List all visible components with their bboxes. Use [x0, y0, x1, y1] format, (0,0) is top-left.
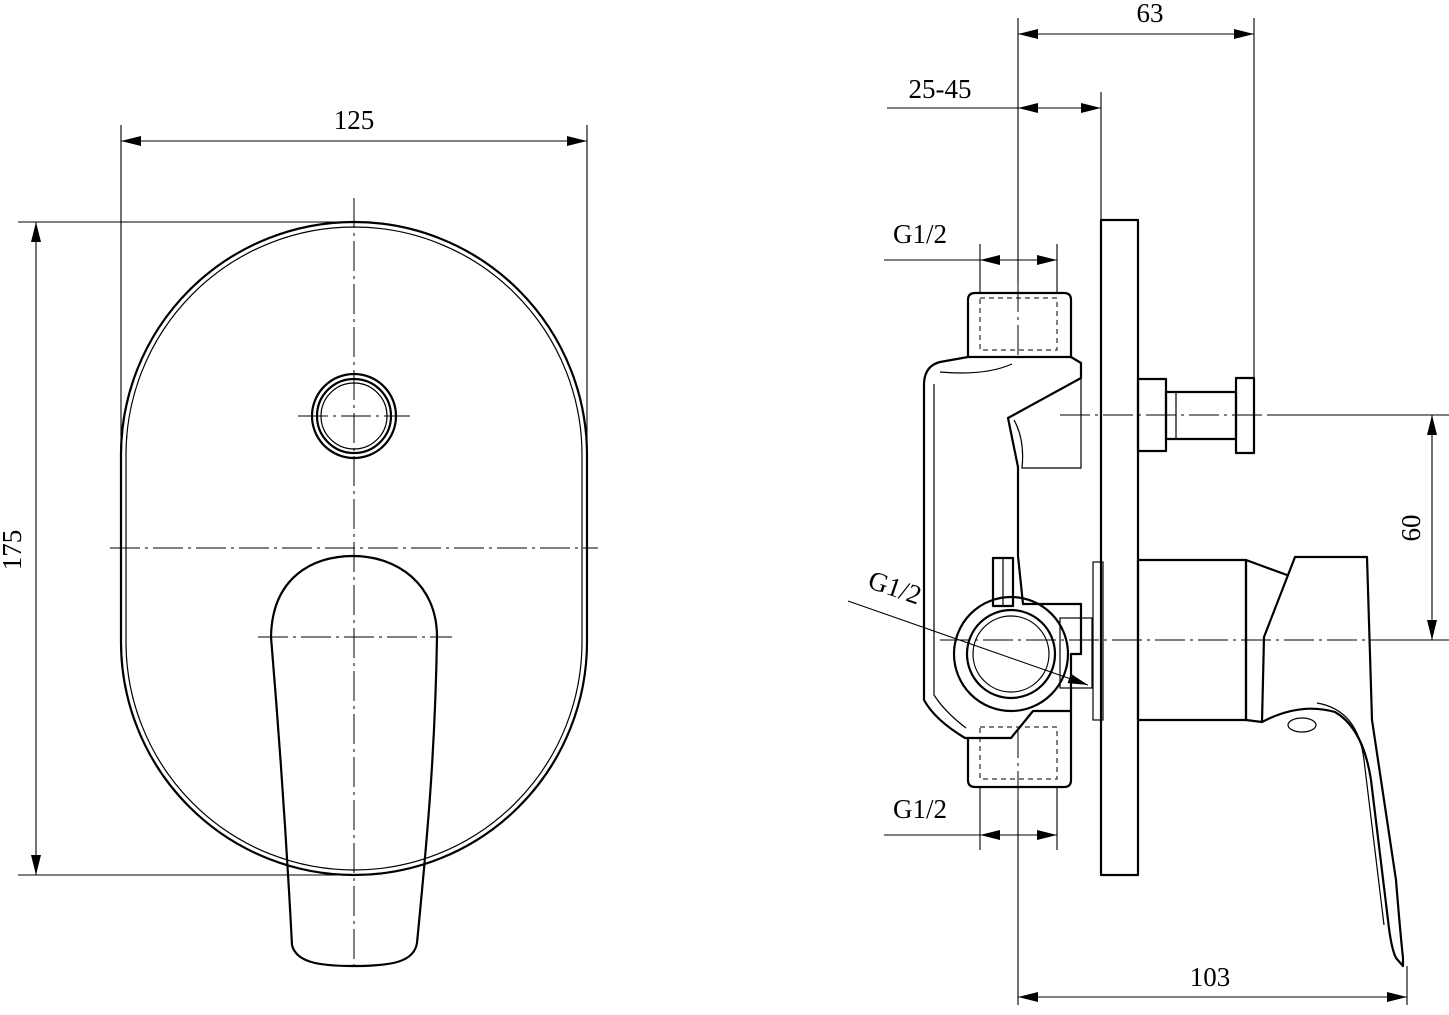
top-inlet-port — [966, 291, 1073, 359]
wall-plate — [1099, 218, 1140, 877]
valve-body-inner-line — [933, 384, 967, 729]
dim103-label: 103 — [1190, 962, 1231, 992]
side-inlet-outer — [952, 595, 1070, 713]
ring-clip — [1059, 617, 1093, 689]
lever-screw — [1287, 717, 1317, 733]
front-view: 125 175 — [0, 105, 598, 968]
lever-handle-side — [1244, 555, 1405, 968]
lever-handle-front — [269, 554, 439, 968]
height-dim-label: 175 — [0, 530, 27, 571]
valve-body — [922, 355, 1083, 740]
lever-curve — [1316, 702, 1385, 926]
handle-cylinder-step — [1244, 558, 1289, 577]
side-inlet-mid — [965, 608, 1057, 700]
side-inlet-inner — [972, 615, 1050, 693]
g12side-label: G1/2 — [865, 565, 926, 611]
bottom-outlet-thread — [979, 726, 1058, 780]
dim2545-label: 25-45 — [909, 74, 972, 104]
bottom-outlet-port — [966, 709, 1073, 789]
g12bot-label: G1/2 — [893, 794, 947, 824]
side-view: 63 25-45 G1/2 G1/2 G1/2 60 103 — [847, 0, 1449, 1005]
dim60-label: 60 — [1396, 515, 1426, 542]
width-dim-label: 125 — [334, 105, 375, 135]
dim63-label: 63 — [1137, 0, 1164, 28]
valve-body-groove — [939, 363, 1082, 469]
g12side-leader — [847, 600, 1089, 686]
handle-cylinder-back — [1092, 561, 1104, 721]
g12top-label: G1/2 — [893, 219, 947, 249]
